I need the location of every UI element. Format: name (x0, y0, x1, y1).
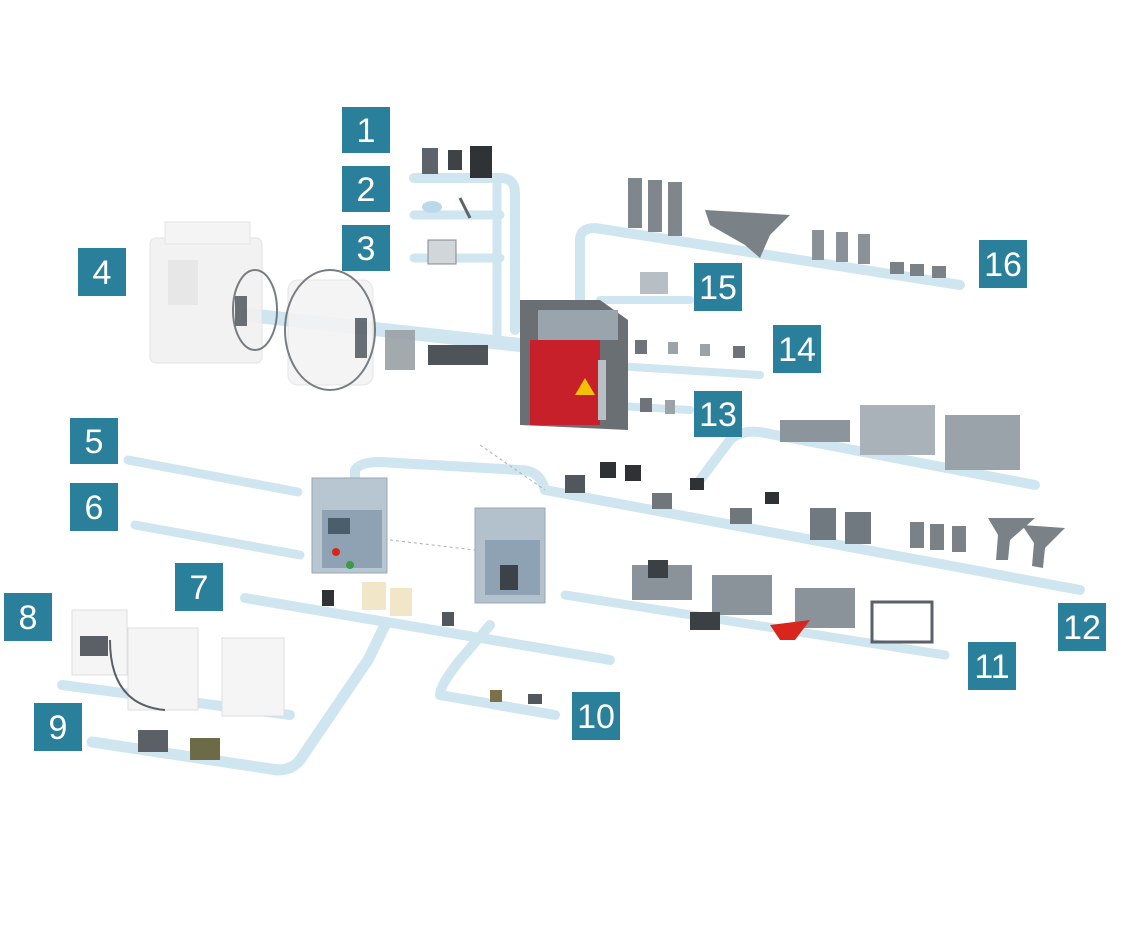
badge-number-label: 9 (49, 709, 68, 747)
number-badge-7: 7 (175, 563, 223, 611)
number-badge-9: 9 (34, 703, 82, 751)
badge-box (342, 107, 390, 153)
number-badge-10: 10 (572, 692, 620, 740)
number-badge-15: 15 (694, 263, 742, 311)
number-badge-5: 5 (70, 418, 118, 464)
badge-box (694, 391, 742, 437)
aux-parts (635, 272, 745, 414)
badge-number-label: 6 (85, 489, 104, 527)
badge-number-label: 14 (778, 331, 816, 369)
rails (57, 173, 1085, 776)
terminal-parts (565, 405, 1065, 568)
badge-box (342, 166, 390, 212)
badge-number-label: 3 (357, 230, 376, 268)
number-badge-11: 11 (968, 642, 1016, 690)
withdrawable-frame (520, 300, 628, 430)
ghost-breakers (149, 221, 488, 391)
badge-number-label: 4 (93, 254, 112, 292)
badge-number-label: 1 (357, 112, 376, 150)
badge-box (34, 703, 82, 751)
badge-number-label: 11 (974, 648, 1009, 686)
busbar-connectors (628, 178, 946, 278)
badge-number-label: 5 (85, 423, 104, 461)
badge-box (572, 692, 620, 740)
badge-box (979, 240, 1027, 288)
number-badge-1: 1 (342, 107, 390, 153)
aux-small-parts (322, 582, 542, 704)
badge-number-label: 2 (357, 171, 376, 209)
badge-box (78, 248, 126, 296)
number-badge-6: 6 (70, 483, 118, 531)
badge-number-label: 10 (577, 698, 615, 736)
badge-box (694, 263, 742, 311)
number-badge-3: 3 (342, 225, 390, 271)
badge-box (773, 325, 821, 373)
badge-box (342, 225, 390, 271)
lower-left-breakers (71, 609, 285, 760)
badge-number-label: 12 (1063, 609, 1101, 647)
badge-box (4, 593, 52, 641)
badge-box (70, 483, 118, 531)
number-badge-4: 4 (78, 248, 126, 296)
number-badge-14: 14 (773, 325, 821, 373)
number-badge-2: 2 (342, 166, 390, 212)
rotary-handles (632, 560, 934, 644)
badge-number-label: 8 (19, 599, 38, 637)
shelf-parts (422, 146, 492, 265)
number-badge-8: 8 (4, 593, 52, 641)
molded-case-breakers (311, 444, 546, 604)
number-badge-16: 16 (979, 240, 1027, 288)
badge-number-label: 7 (190, 569, 209, 607)
badge-box (175, 563, 223, 611)
number-badge-12: 12 (1058, 603, 1106, 651)
badge-number-label: 16 (984, 246, 1022, 284)
number-badge-13: 13 (694, 391, 742, 437)
badge-number-label: 13 (699, 396, 737, 434)
badge-number-label: 15 (699, 269, 737, 307)
badge-box (70, 418, 118, 464)
badge-box (1058, 603, 1106, 651)
badge-box (968, 642, 1016, 690)
